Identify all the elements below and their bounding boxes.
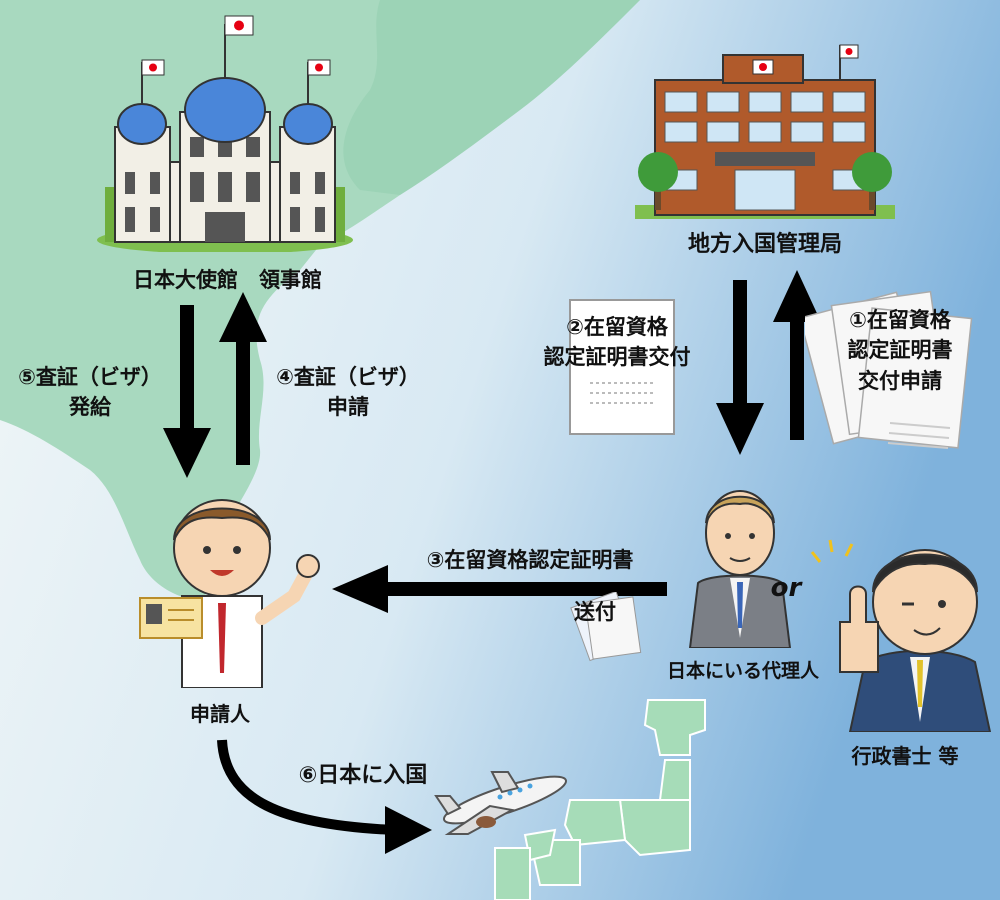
- agent-label: 日本にいる代理人: [666, 660, 819, 682]
- applicant-person: [139, 499, 320, 688]
- airplane-icon: [434, 771, 568, 835]
- scrivener-label: 行政書士 等: [851, 744, 959, 768]
- or-label: or: [770, 573, 802, 603]
- asia-landmass-shade: [343, 0, 640, 195]
- step-5-label: ⑤査証（ビザ） 発給: [0, 362, 180, 423]
- step-4-line-2: 申請: [327, 395, 369, 420]
- hokkaido: [643, 699, 706, 756]
- sent-documents-icon: [570, 592, 642, 662]
- tree-icon: [638, 152, 892, 210]
- sparkle-icon: [810, 539, 854, 563]
- step-2-line-1: ②在留資格: [566, 315, 668, 339]
- thumbs-up-icon: [839, 585, 879, 673]
- step-5-line-2: 発給: [69, 395, 111, 420]
- scrivener-person: [810, 539, 992, 732]
- kyushu: [494, 847, 531, 900]
- step-2-label: ②在留資格 認定証明書交付: [512, 312, 722, 373]
- step-1-line-2: 認定証明書: [847, 338, 953, 363]
- step-1-label: ①在留資格 認定証明書 交付申請: [825, 305, 975, 396]
- step-3-sub-label: 送付: [574, 600, 616, 624]
- arrow-1-up: [773, 270, 821, 440]
- step-1-line-1: ①在留資格: [849, 308, 951, 332]
- step-1-line-3: 交付申請: [858, 368, 942, 393]
- step-3-label: ③在留資格認定証明書: [426, 548, 634, 572]
- chubu: [563, 799, 627, 847]
- arrow-3-left: [332, 565, 667, 613]
- japan-map: [494, 699, 706, 900]
- step-4-label: ④査証（ビザ） 申請: [258, 362, 438, 423]
- immigration-building: [635, 44, 895, 219]
- arrow-4-up: [219, 292, 267, 465]
- certificate-document-icon: [569, 299, 675, 435]
- step-2-line-2: 認定証明書交付: [543, 345, 691, 370]
- immigration-label: 地方入国管理局: [687, 232, 842, 257]
- application-documents-icon: [805, 290, 973, 449]
- step-5-line-1: ⑤査証（ビザ）: [18, 365, 162, 389]
- arrow-2-down: [716, 280, 764, 455]
- embassy-label: 日本大使館 領事館: [133, 268, 322, 292]
- applicant-label: 申請人: [190, 702, 250, 726]
- embassy-building: [97, 15, 353, 252]
- agent-person: [688, 490, 792, 648]
- arrow-6-curve: [217, 739, 432, 854]
- flag-icon: [141, 15, 331, 76]
- flag-icon: [839, 44, 859, 59]
- arrow-5-down: [163, 305, 211, 478]
- step-4-line-1: ④査証（ビザ）: [276, 365, 420, 389]
- step-6-label: ⑥日本に入国: [298, 763, 428, 788]
- id-card-icon: [139, 597, 203, 639]
